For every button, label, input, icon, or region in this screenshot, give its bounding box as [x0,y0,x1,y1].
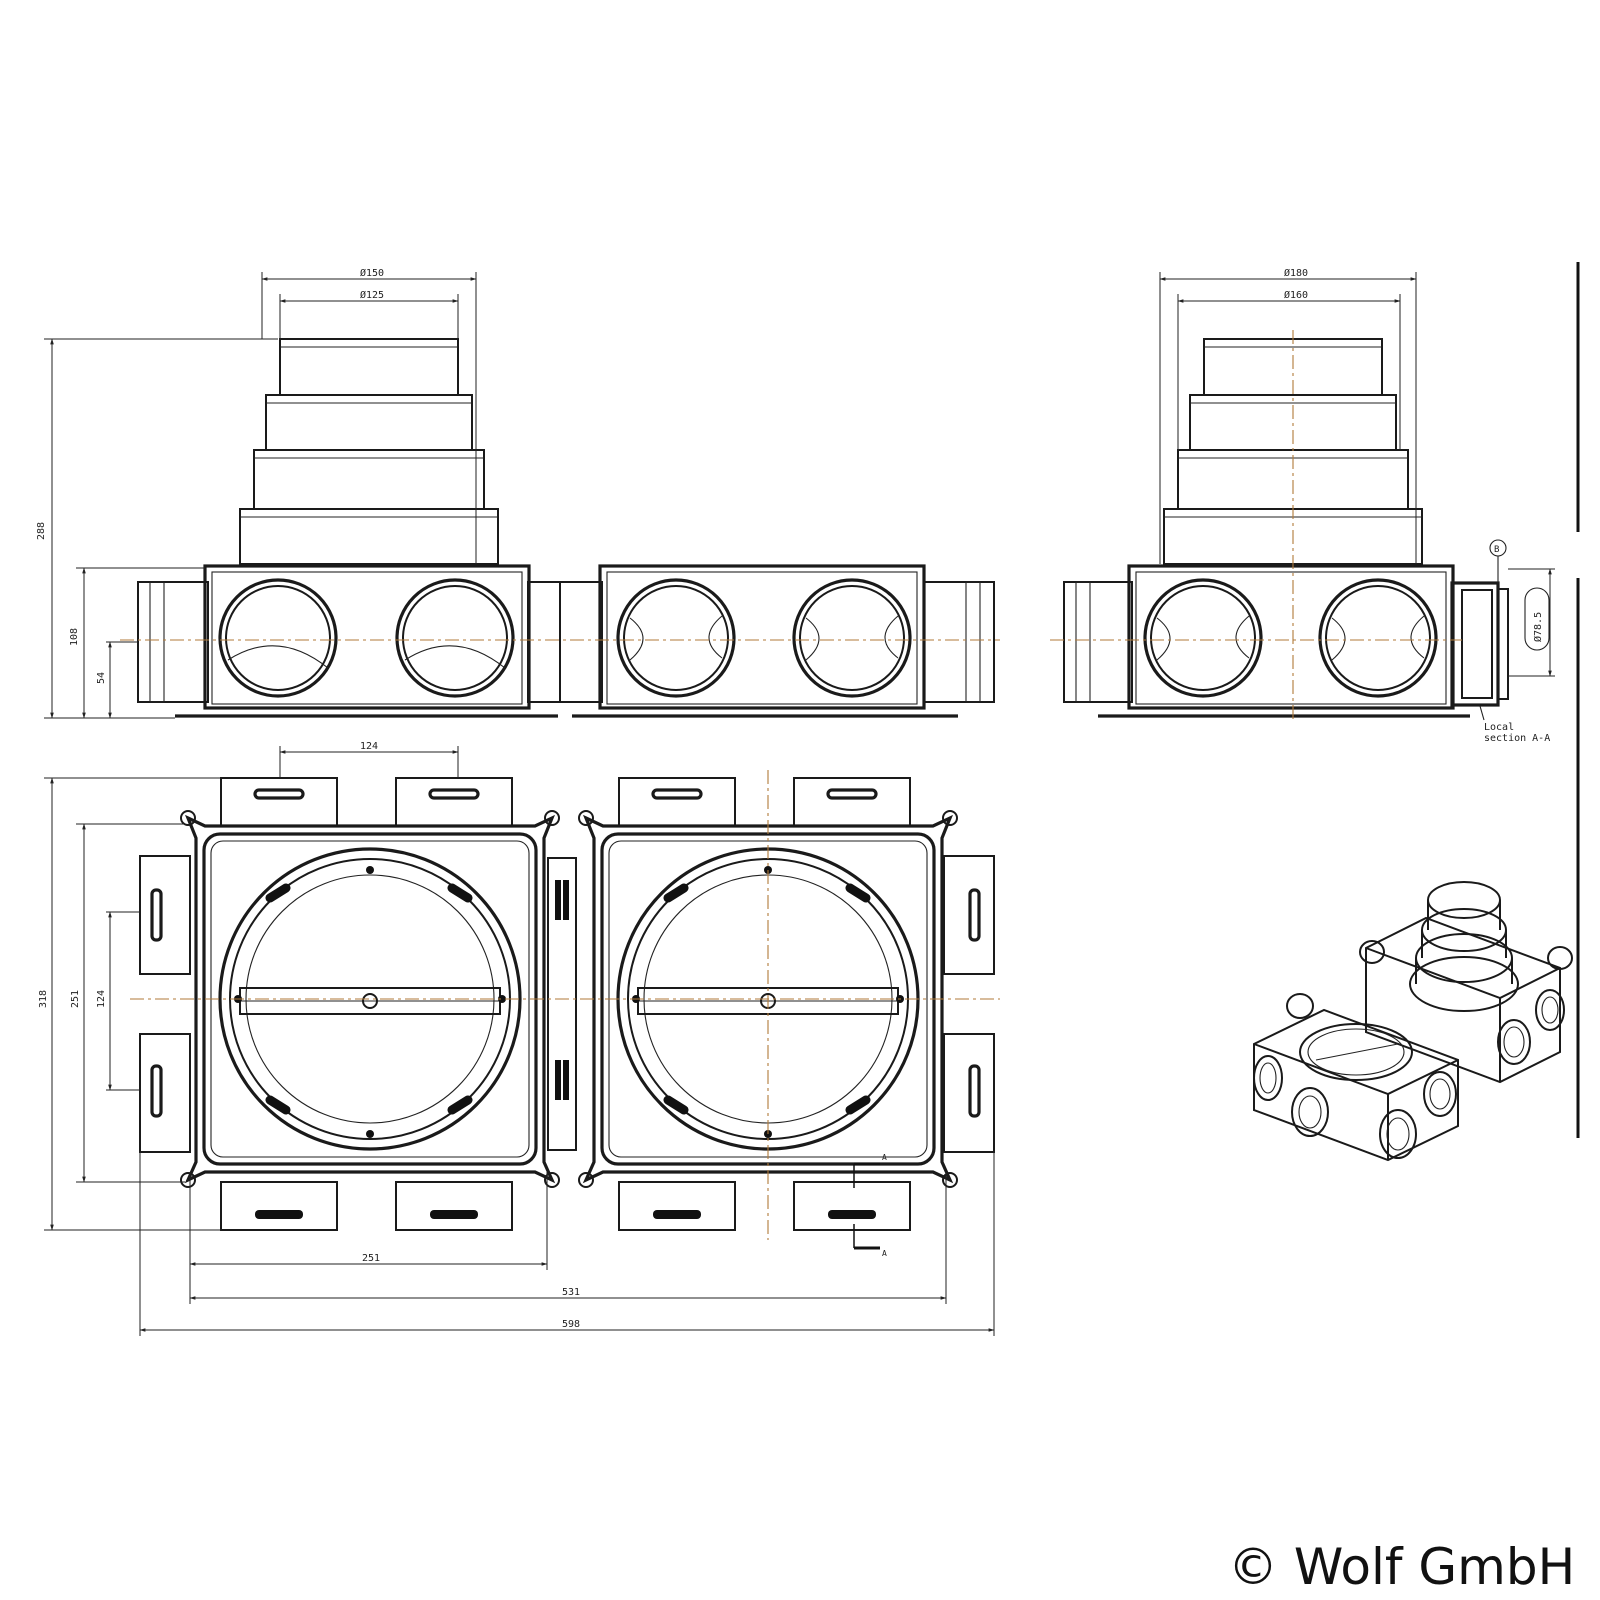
dim-height-288: 288 [36,522,47,540]
dim-height-54: 54 [96,672,107,684]
detail-marker-b: B [1494,545,1499,555]
local-section-detail: Ø78.5 B Local section A-A [1450,539,1555,744]
dim-height-318: 318 [38,990,49,1008]
section-marker-a-bottom: A [882,1249,887,1258]
section-marker-a-top: A [882,1153,887,1162]
section-marker-a: A A [853,1153,887,1258]
dim-width-124-top: 124 [360,741,378,752]
dim-width-251: 251 [362,1253,380,1264]
top-view-double: A A [130,770,1000,1258]
dim-height-108: 108 [69,628,80,646]
right-side-tabs [943,855,995,1153]
copyright-notice: © Wolf GmbH [1228,1538,1576,1596]
stepped-spigot-front [239,338,499,565]
side-view-dimensions: Ø180 Ø160 [1159,267,1417,564]
left-side-tabs [139,855,191,1153]
side-view: Ø78.5 B Local section A-A [1050,330,1555,744]
local-section-label-2: section A-A [1484,733,1550,744]
dim-diameter-150: Ø150 [360,267,384,279]
left-box-front [137,564,561,718]
front-view-dimensions: Ø150 Ø125 288 108 54 [36,267,477,719]
dim-width-598: 598 [562,1319,580,1330]
isometric-spigot [1409,881,1519,1012]
dim-width-531: 531 [562,1287,580,1298]
front-view-double [120,338,1000,718]
dim-height-124: 124 [96,990,107,1008]
isometric-ports [1253,940,1573,1159]
isometric-view [1253,881,1573,1162]
dim-diameter-78-5: Ø78.5 [1532,612,1544,642]
dim-height-251: 251 [70,990,81,1008]
right-box-front [559,564,995,718]
dim-diameter-180: Ø180 [1284,267,1308,279]
local-section-label-1: Local [1484,722,1514,733]
dim-diameter-125: Ø125 [360,289,384,301]
dim-diameter-160: Ø160 [1284,289,1308,301]
top-view-dimensions: 124 318 251 124 251 531 598 [38,741,995,1336]
